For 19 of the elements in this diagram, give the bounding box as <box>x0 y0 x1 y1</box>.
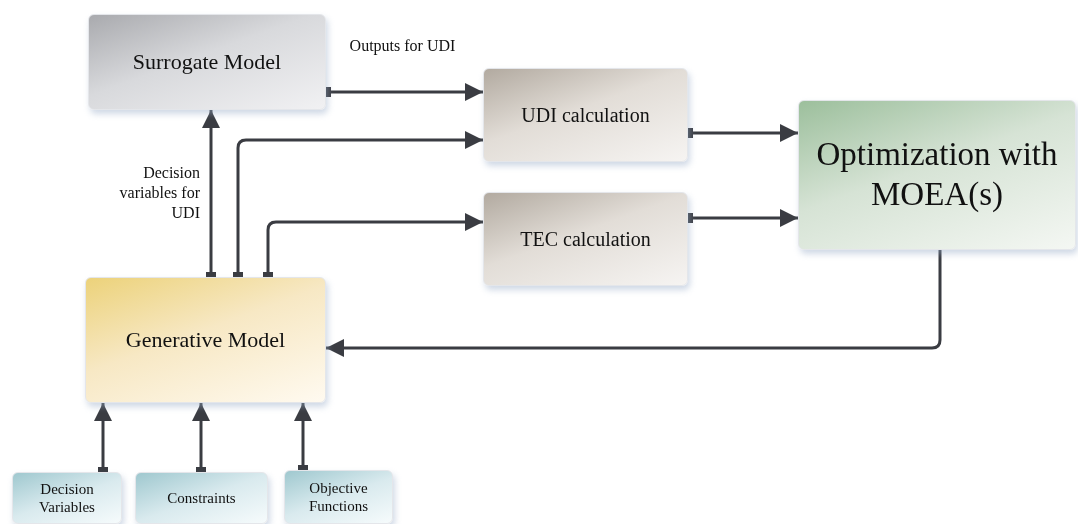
edge-label: Outputs for UDI <box>348 36 457 56</box>
node-label: Generative Model <box>124 326 287 354</box>
model-box <box>88 14 326 110</box>
process-box <box>483 192 688 286</box>
model-box <box>85 277 326 403</box>
arrow <box>326 250 942 357</box>
input-box <box>135 472 268 524</box>
node-label: Objective Functions <box>307 479 370 515</box>
optimization-box <box>798 100 1076 250</box>
node-label: Decision Variables <box>38 480 96 516</box>
input-box <box>284 470 393 524</box>
edge-label: Decision variables for UDI <box>118 163 200 223</box>
node-label: Surrogate Model <box>131 48 283 76</box>
node-label: Constraints <box>166 489 237 507</box>
process-box <box>483 68 688 162</box>
node-label: TEC calculation <box>519 227 652 251</box>
input-box <box>12 472 122 524</box>
node-label: UDI calculation <box>520 103 651 127</box>
node-label: Optimization with MOEA(s) <box>815 135 1059 214</box>
